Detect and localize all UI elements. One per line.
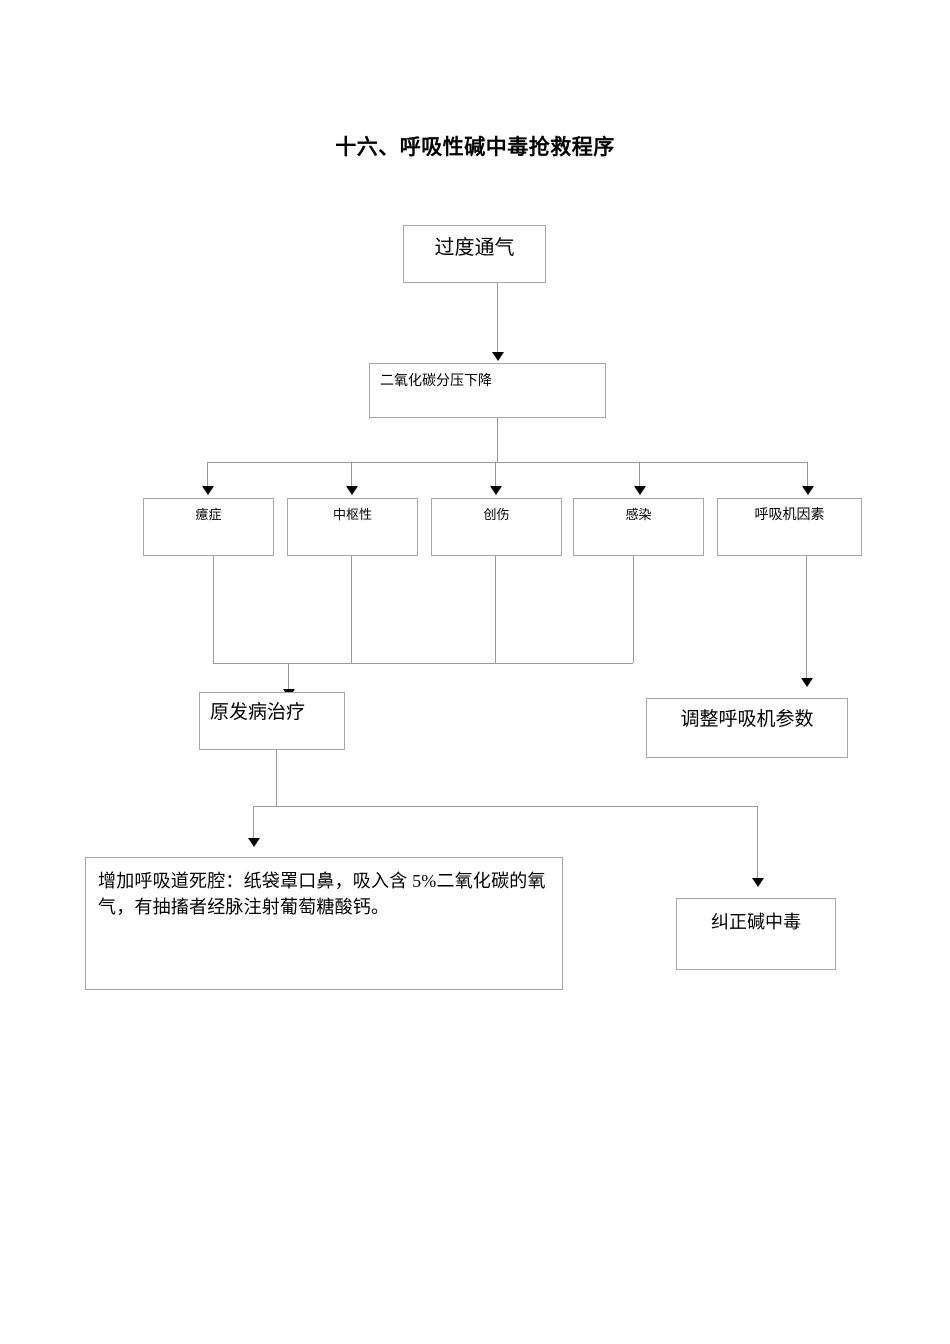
edge-hysteria-drop [213, 556, 214, 663]
edge-co2-to-infection-arrowhead [634, 486, 646, 495]
node-cause-ventilator: 呼吸机因素 [717, 498, 862, 556]
node-correct-alkalosis-label: 纠正碱中毒 [711, 912, 801, 932]
edge-ventilator-to-adjust-arrowhead [801, 678, 813, 687]
node-co2-partial-pressure-drop-label: 二氧化碳分压下降 [380, 374, 492, 389]
node-adjust-ventilator-parameters: 调整呼吸机参数 [646, 698, 848, 758]
edge-co2-to-central-arrowhead [346, 486, 358, 495]
node-cause-trauma: 创伤 [431, 498, 562, 556]
edge-co2-to-central [351, 462, 352, 486]
node-cause-central-label: 中枢性 [332, 507, 372, 522]
edge-to-correct-alkalosis [757, 806, 758, 878]
node-cause-hysteria-label: 癔症 [195, 507, 222, 522]
node-increase-respiratory-dead-space: 增加呼吸道死腔：纸袋罩口鼻，吸入含 5%二氧化碳的氧气，有抽搐者经脉注射葡萄糖酸… [85, 857, 563, 990]
edge-hyperventilation-to-co2 [497, 283, 498, 352]
node-increase-respiratory-dead-space-label: 增加呼吸道死腔：纸袋罩口鼻，吸入含 5%二氧化碳的氧气，有抽搐者经脉注射葡萄糖酸… [98, 871, 546, 918]
node-cause-trauma-label: 创伤 [483, 507, 510, 522]
edge-to-increase-dead-space [253, 806, 254, 838]
node-hyperventilation-label: 过度通气 [434, 237, 515, 259]
edge-co2-to-ventilator [807, 462, 808, 486]
node-correct-alkalosis: 纠正碱中毒 [676, 898, 836, 970]
edge-treat-primary-stem [276, 750, 277, 806]
edge-to-correct-alkalosis-arrowhead [752, 878, 764, 887]
node-cause-hysteria: 癔症 [143, 498, 274, 556]
edge-co2-to-trauma-arrowhead [490, 486, 502, 495]
node-treat-primary-disease: 原发病治疗 [199, 692, 345, 750]
node-hyperventilation: 过度通气 [403, 225, 546, 283]
edge-central-drop [351, 556, 352, 663]
edge-merge-to-treat-primary [288, 663, 289, 689]
edge-co2-to-infection [639, 462, 640, 486]
edge-co2-to-hysteria-arrowhead [202, 486, 214, 495]
edge-infection-drop [633, 556, 634, 663]
node-co2-partial-pressure-drop: 二氧化碳分压下降 [369, 363, 606, 418]
edge-final-distribution-bar [253, 806, 758, 807]
edge-trauma-drop [495, 556, 496, 663]
edge-to-increase-dead-space-arrowhead [248, 838, 260, 847]
edge-co2-stem [497, 418, 498, 462]
edge-co2-to-ventilator-arrowhead [802, 486, 814, 495]
node-cause-central: 中枢性 [287, 498, 418, 556]
edge-ventilator-to-adjust [806, 556, 807, 678]
edge-hyperventilation-to-co2-arrowhead [492, 352, 504, 361]
node-adjust-ventilator-parameters-label: 调整呼吸机参数 [680, 709, 814, 730]
edge-co2-to-trauma [495, 462, 496, 486]
edge-co2-distribution-bar [207, 462, 807, 463]
edge-causes-merge-bar [213, 663, 633, 664]
node-treat-primary-disease-label: 原发病治疗 [210, 702, 306, 723]
node-cause-infection-label: 感染 [625, 507, 652, 522]
page-title: 十六、呼吸性碱中毒抢救程序 [335, 136, 615, 159]
node-cause-infection: 感染 [573, 498, 704, 556]
edge-co2-to-hysteria [207, 462, 208, 486]
node-cause-ventilator-label: 呼吸机因素 [754, 508, 825, 523]
